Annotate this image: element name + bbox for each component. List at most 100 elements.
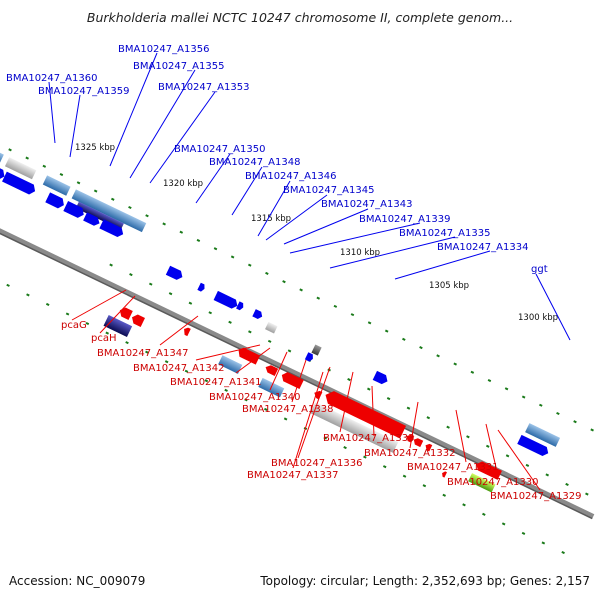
gene-arrow-forward <box>252 309 263 319</box>
tick-dot <box>8 148 12 152</box>
gene-arrow-forward <box>63 201 84 218</box>
gene-box-dark <box>311 344 322 356</box>
tick-dot <box>85 321 90 326</box>
gene-arrow-reverse <box>132 314 145 327</box>
tick-dot <box>148 282 153 286</box>
tick-dot <box>504 387 509 391</box>
gene-arrow-forward <box>99 219 124 237</box>
tick-dot <box>76 181 81 185</box>
gene-label: BMA10247_A1332 <box>364 448 455 459</box>
gene-box-blue <box>71 189 147 233</box>
tick-dot <box>283 417 288 421</box>
tick-dot <box>442 493 446 497</box>
forward-gene-labels: BMA10247_A1356 BMA10247_A1355 BMA10247_A… <box>6 44 548 275</box>
tick-dot <box>244 398 248 402</box>
tick-label: 1300 kbp <box>518 313 558 323</box>
gene-label: BMA10247_A1338 <box>242 404 333 415</box>
tick-dot <box>539 403 543 407</box>
chromosome-backbone-shadow <box>0 205 593 520</box>
reverse-gene-labels: pcaG pcaH BMA10247_A1347 BMA10247_A1342 … <box>61 320 581 502</box>
tick-dot <box>265 271 269 275</box>
gene-arrow-forward <box>517 434 549 456</box>
tick-label: 1320 kbp <box>163 179 203 189</box>
gene-box-grey <box>265 321 278 334</box>
tick-dot <box>565 482 569 487</box>
gene-label: BMA10247_A1359 <box>38 86 129 97</box>
gene-label: BMA10247_A1333 <box>323 433 414 444</box>
topology-value: circular <box>320 574 365 588</box>
accession-value: NC_009079 <box>76 574 146 588</box>
gene-label: BMA10247_A1337 <box>247 470 338 481</box>
tick-dot <box>470 370 475 374</box>
gene-label: BMA10247_A1343 <box>321 199 412 210</box>
tick-dot <box>466 435 470 439</box>
gene-label: BMA10247_A1355 <box>133 61 224 72</box>
gene-label: BMA10247_A1360 <box>6 73 97 84</box>
gene-box-blue <box>0 145 4 164</box>
gene-box-blue <box>42 175 71 196</box>
tick-label: 1305 kbp <box>429 281 469 291</box>
accession-info: Accession: NC_009079 <box>9 574 145 588</box>
tick-dot <box>188 301 193 305</box>
tick-dot <box>264 407 268 411</box>
gene-label: ggt <box>531 264 548 275</box>
tick-dot <box>42 164 47 168</box>
tick-dot <box>316 296 321 300</box>
tick-dot <box>248 330 252 334</box>
tick-dot <box>436 354 440 358</box>
tick-dot <box>213 247 218 251</box>
tick-dot <box>446 425 450 429</box>
gene-box-green <box>468 473 496 493</box>
topology-label: Topology: <box>260 574 317 588</box>
tick-dot <box>129 273 133 277</box>
tick-dot <box>287 349 292 353</box>
gene-arrow-forward <box>2 171 36 195</box>
length-value: 2,352,693 bp <box>421 574 502 588</box>
tick-dot <box>363 455 367 459</box>
tick-dot <box>556 411 560 416</box>
tick-dot <box>267 339 272 343</box>
tick-dot <box>402 474 407 478</box>
tick-dot <box>384 329 389 333</box>
tick-dot <box>299 288 303 292</box>
gene-label: BMA10247_A1331 <box>407 462 498 473</box>
tick-dot <box>485 444 490 448</box>
tick-dot <box>247 263 252 267</box>
tick-label: 1310 kbp <box>340 248 380 258</box>
tick-dot <box>482 512 486 516</box>
gene-box-navy <box>103 314 133 338</box>
tick-dot <box>521 395 526 399</box>
tick-dot <box>228 320 232 324</box>
gene-label: BMA10247_A1336 <box>271 458 362 469</box>
tick-dot <box>164 360 169 364</box>
tick-dot <box>501 522 506 526</box>
tick-dot <box>184 369 189 373</box>
tick-dot <box>105 331 109 335</box>
tick-dot <box>505 454 510 458</box>
gene-arrow-forward <box>304 352 313 362</box>
accession-label: Accession: <box>9 574 73 588</box>
gene-box-blue <box>525 423 561 447</box>
tick-dot <box>402 337 406 341</box>
gene-arrow-reverse <box>425 443 433 452</box>
tick-dot <box>382 465 387 469</box>
tick-dot <box>343 446 347 450</box>
tick-dot <box>347 377 351 382</box>
tick-dot <box>561 550 565 555</box>
genes-label: Genes: <box>509 574 552 588</box>
tick-dot <box>93 189 98 193</box>
gene-arrow-forward <box>165 265 183 280</box>
tick-label: 1315 kbp <box>251 214 291 224</box>
tick-dot <box>585 492 589 496</box>
gene-label: BMA10247_A1341 <box>170 377 261 388</box>
tick-dot <box>419 346 423 350</box>
tick-dot <box>168 292 173 296</box>
gene-label: BMA10247_A1345 <box>283 185 374 196</box>
tick-label: 1325 kbp <box>75 143 115 153</box>
tick-labels: 1325 kbp 1320 kbp 1315 kbp 1310 kbp 1305… <box>75 143 558 323</box>
tick-dot <box>525 463 530 467</box>
gene-box-navy <box>75 201 124 230</box>
gene-label: BMA10247_A1350 <box>174 144 265 155</box>
tick-dot <box>65 312 70 316</box>
tick-dot <box>25 156 29 160</box>
